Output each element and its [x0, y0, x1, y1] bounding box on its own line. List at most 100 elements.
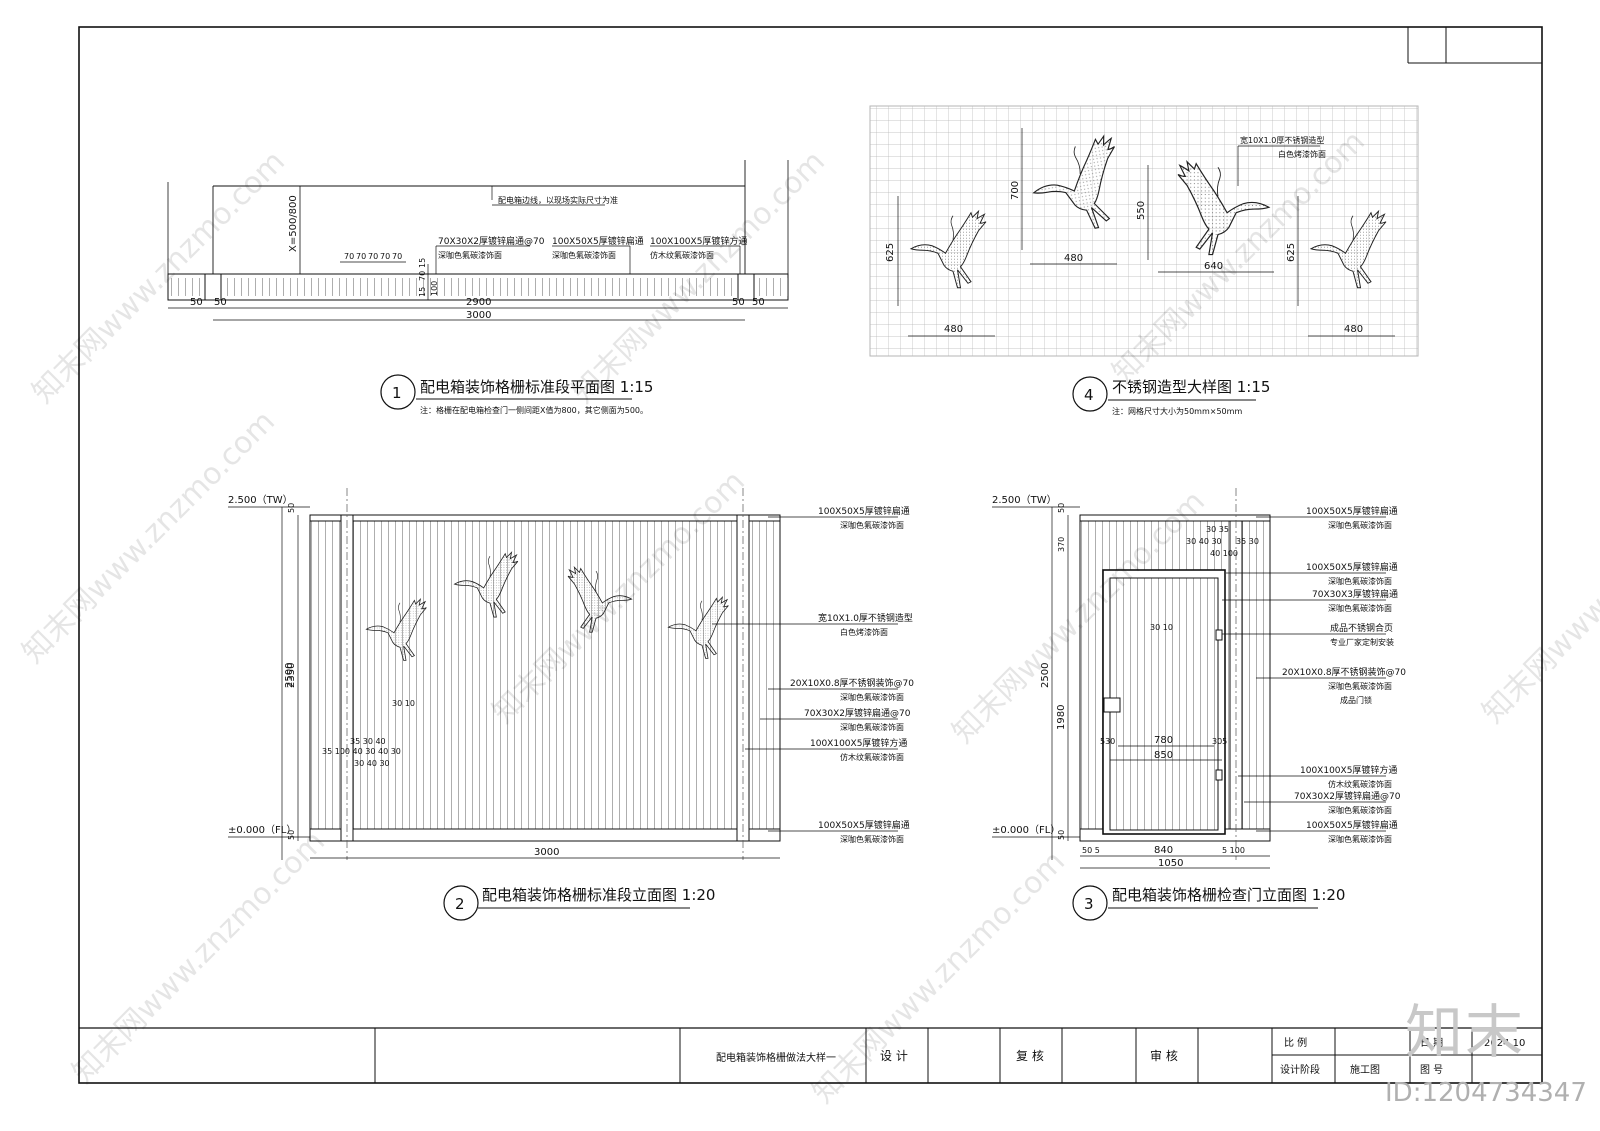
view1-number-circle: [380, 374, 416, 410]
tb-drawing-name: 配电箱装饰格栅做法大样一: [716, 1051, 836, 1064]
view4-number: 4: [1084, 386, 1094, 404]
v3-level-top: 2.500（TW）: [992, 494, 1057, 506]
v3-c5-main: 20X10X0.8厚不锈钢装饰@70: [1282, 666, 1406, 678]
vdim-100: 100: [430, 281, 439, 296]
v2-c6-sub: 深咖色氟碳漆饰面: [840, 834, 904, 844]
h625a: 625: [885, 243, 896, 262]
callout-sq100-sub: 仿木纹氟碳漆饰面: [650, 250, 714, 260]
tb-approve: 审 核: [1150, 1048, 1178, 1063]
v2-d3000: 3000: [534, 847, 559, 858]
v2-c1-sub: 深咖色氟碳漆饰面: [840, 520, 904, 530]
v3-c5-sub2: 成品门锁: [1340, 695, 1372, 705]
v2-callouts: 100X50X5厚镀锌扁通 深咖色氟碳漆饰面 宽10X1.0厚不锈钢造型 白色烤…: [712, 505, 914, 844]
h625b: 625: [1286, 243, 1297, 262]
post-right: [737, 273, 755, 301]
v2-level-top: 2.500（TW）: [228, 494, 293, 506]
v3-c4-main: 成品不锈钢合页: [1330, 622, 1393, 634]
view3-title: 配电箱装饰格栅检查门立面图 1:20: [1112, 886, 1345, 904]
view1-plan: X=500/800 配电箱边线，以现场实际尺寸为准 70 70 70 70 70…: [167, 160, 789, 415]
dim-3000: 3000: [466, 310, 491, 321]
view1-title: 配电箱装饰格栅标准段平面图 1:15: [420, 378, 653, 396]
v3-door-leaf: [1109, 577, 1219, 831]
v3-d370: 370: [1057, 537, 1066, 552]
callout-flat100-sub: 深咖色氟碳漆饰面: [552, 250, 616, 260]
v3-d840: 840: [1154, 845, 1173, 856]
tb-drawing-no-label: 图 号: [1420, 1064, 1443, 1076]
callout-box-edge: 配电箱边线，以现场实际尺寸为准: [498, 195, 618, 205]
v3-d50-top: 50: [1057, 503, 1066, 513]
v3-c6-sub: 仿木纹氟碳漆饰面: [1328, 779, 1392, 789]
view3-number-circle: [1072, 885, 1108, 921]
spacing-e: 70: [392, 252, 402, 261]
v3-d780: 780: [1154, 735, 1173, 746]
tb-date-label: 日 期: [1420, 1037, 1443, 1049]
plan-strip-slats: [168, 278, 788, 296]
v3-hinge-1: [1215, 629, 1223, 641]
view2-number-circle: [443, 885, 479, 921]
v2-c4-sub: 深咖色氟碳漆饰面: [840, 722, 904, 732]
view1-number: 1: [392, 384, 402, 402]
v4-callout-sub: 白色烤漆饰面: [1278, 149, 1326, 159]
v2-row2: 35 100 40 30 40 30: [322, 747, 401, 756]
v3-top-a: 30 35: [1206, 525, 1229, 534]
v3-top-rail: [1079, 514, 1271, 522]
dim-50-c: 50: [732, 297, 745, 308]
v3-c7-main: 70X30X2厚镀锌扁通@70: [1294, 790, 1401, 802]
v2-d2500: 2500: [284, 663, 295, 688]
v3-c1-sub: 深咖色氟碳漆饰面: [1328, 520, 1392, 530]
dim-50-a: 50: [190, 297, 203, 308]
callout-flat70-sub: 深咖色氟碳漆饰面: [438, 250, 502, 260]
v3-d305: 305: [1212, 737, 1227, 746]
v2-c5-main: 100X100X5厚镀锌方通: [810, 737, 907, 749]
sheet-border: [78, 26, 1543, 1084]
tb-date-value: 2024.10: [1484, 1038, 1525, 1049]
v3-d1050: 1050: [1158, 858, 1183, 869]
v2-panel: [309, 514, 781, 842]
dim-2900: 2900: [466, 297, 491, 308]
w640: 640: [1204, 261, 1223, 272]
v4-callout: 宽10X1.0厚不锈钢造型: [1240, 135, 1324, 145]
v3-d1980: 1980: [1056, 705, 1067, 730]
h700: 700: [1010, 181, 1021, 200]
v3-c2-main: 100X50X5厚镀锌扁通: [1306, 561, 1398, 573]
w480a: 480: [944, 324, 963, 335]
vdim-15: 15: [418, 258, 427, 268]
v3-d2500: 2500: [1040, 663, 1051, 688]
v3-d5: 50 5: [1082, 846, 1100, 855]
v3-d3010: 30 10: [1150, 623, 1173, 632]
h550: 550: [1136, 201, 1147, 220]
spacing-a: 70: [344, 252, 354, 261]
v3-c7-sub: 深咖色氟碳漆饰面: [1328, 805, 1392, 815]
v2-c2-main: 宽10X1.0厚不锈钢造型: [818, 612, 913, 624]
v3-top-c: 35 30: [1236, 537, 1259, 546]
v3-c2-sub: 深咖色氟碳漆饰面: [1328, 576, 1392, 586]
v3-c3-main: 70X30X3厚镀锌扁通: [1312, 588, 1398, 600]
watermark-id: ID:1204734347: [1385, 1078, 1587, 1108]
v2-c3-sub: 深咖色氟碳漆饰面: [840, 692, 904, 702]
vdim-70: 70: [418, 271, 427, 281]
v2-d2350: 2350: [286, 663, 297, 688]
v3-c8-main: 100X50X5厚镀锌扁通: [1306, 819, 1398, 831]
v2-d3010: 30 10: [392, 699, 415, 708]
v3-c8-sub: 深咖色氟碳漆饰面: [1328, 834, 1392, 844]
v3-d50-bot: 50: [1057, 830, 1066, 840]
v2-bottom-rail: [309, 828, 781, 842]
view3-number: 3: [1084, 895, 1094, 913]
watermark-logo: 知末: [1405, 998, 1526, 1066]
v3-callouts: 100X50X5厚镀锌扁通 深咖色氟碳漆饰面 100X50X5厚镀锌扁通 深咖色…: [1222, 505, 1406, 844]
detail-grid: [869, 105, 1419, 357]
w480b: 480: [1064, 253, 1083, 264]
view2-number: 2: [455, 895, 465, 913]
v2-c3-main: 20X10X0.8厚不锈钢装饰@70: [790, 677, 914, 689]
v3-hinge-2: [1215, 769, 1223, 781]
v2-level-bottom: ±0.000（FL）: [228, 824, 296, 836]
dim-50-b: 50: [214, 297, 227, 308]
view2-elevation: 2.500（TW） ±0.000（FL） 2500 2350 50 50 30 …: [228, 488, 914, 921]
v2-d50-bot: 50: [287, 830, 296, 840]
v3-c4-sub: 专业厂家定制安装: [1330, 637, 1394, 647]
tb-stage-value: 施工图: [1350, 1063, 1380, 1076]
v3-top-b: 30 40 30: [1186, 537, 1222, 546]
v3-d850: 850: [1154, 750, 1173, 761]
v3-d530: 530: [1100, 737, 1115, 746]
title-block: 配电箱装饰格栅做法大样一 设 计 复 核 审 核 比 例 日 期 2024.10…: [79, 1027, 1542, 1083]
